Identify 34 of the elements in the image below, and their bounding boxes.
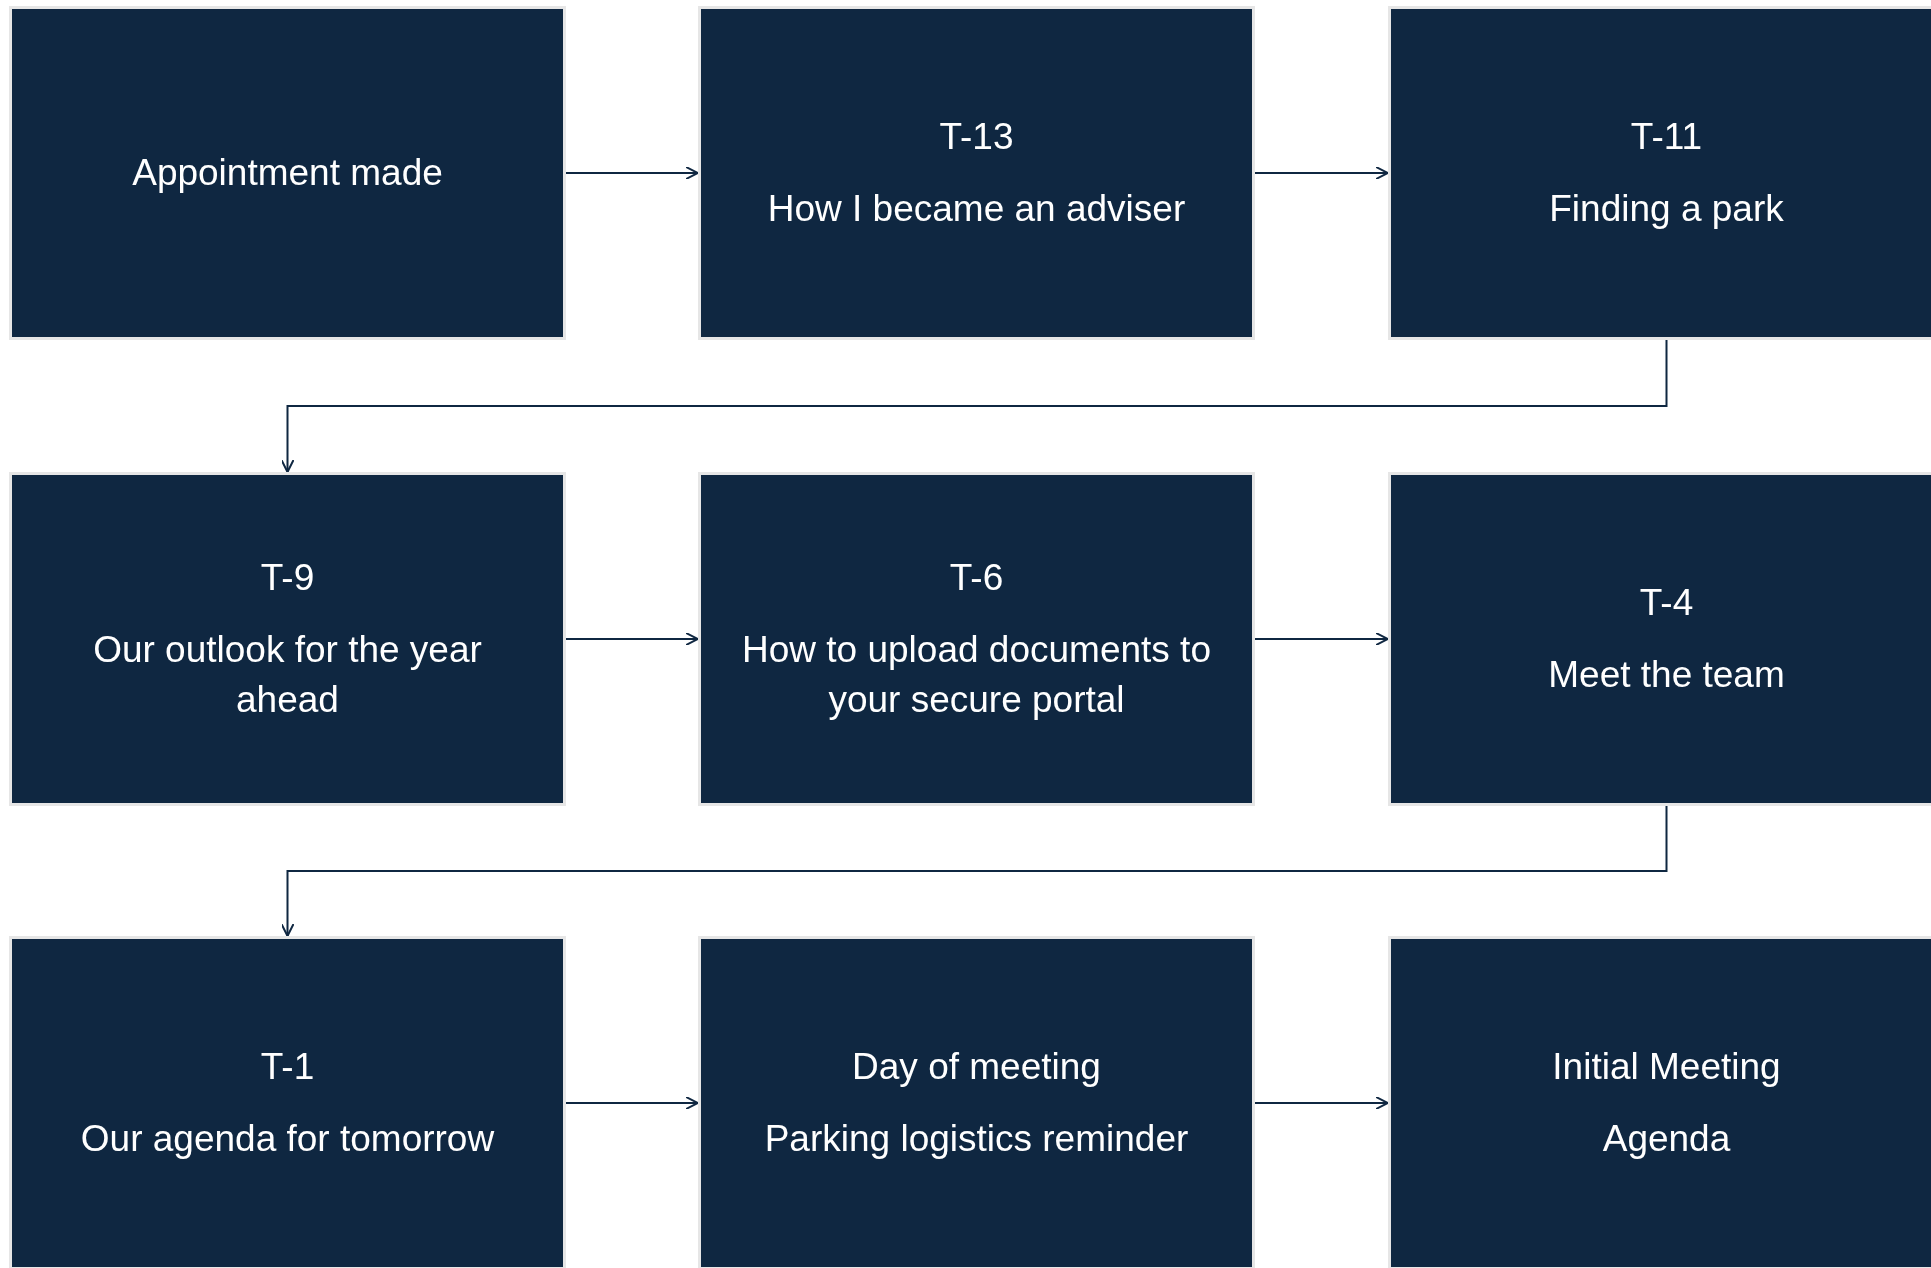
arrow (1254, 632, 1389, 646)
box-text: Parking logistics reminder (764, 1117, 1189, 1161)
arrow (1254, 1096, 1389, 1110)
arrow (280, 339, 1668, 473)
box-text: Agenda (1602, 1117, 1731, 1161)
process-box (9, 6, 566, 340)
arrow (280, 805, 1668, 937)
box-heading: T-9 (260, 556, 315, 601)
process-box (9, 472, 566, 806)
box-text: Our agenda for tomorrow (80, 1117, 495, 1161)
arrow (1254, 166, 1389, 180)
process-box (698, 6, 1255, 340)
process-box (698, 472, 1255, 806)
process-box (1388, 6, 1931, 340)
box-heading: T-4 (1639, 581, 1694, 626)
arrow (565, 166, 699, 180)
process-box (1388, 936, 1931, 1268)
box-text: Meet the team (1548, 653, 1785, 697)
arrow (565, 632, 699, 646)
box-heading: Day of meeting (852, 1045, 1101, 1090)
process-box (1388, 472, 1931, 806)
box-heading: T-13 (939, 115, 1014, 160)
box-heading: T-11 (1630, 115, 1703, 160)
box-heading: T-1 (260, 1045, 315, 1090)
box-text: How I became an adviser (767, 187, 1186, 231)
process-box (698, 936, 1255, 1268)
box-text: How to upload documents to your secure portal (741, 628, 1212, 722)
arrow (565, 1096, 699, 1110)
box-text: Our outlook for the year ahead (92, 628, 483, 722)
box-text: Appointment made (132, 151, 443, 196)
process-box (9, 936, 566, 1268)
box-heading: Initial Meeting (1552, 1045, 1781, 1090)
box-text: Finding a park (1549, 187, 1784, 231)
box-heading: T-6 (949, 556, 1004, 601)
